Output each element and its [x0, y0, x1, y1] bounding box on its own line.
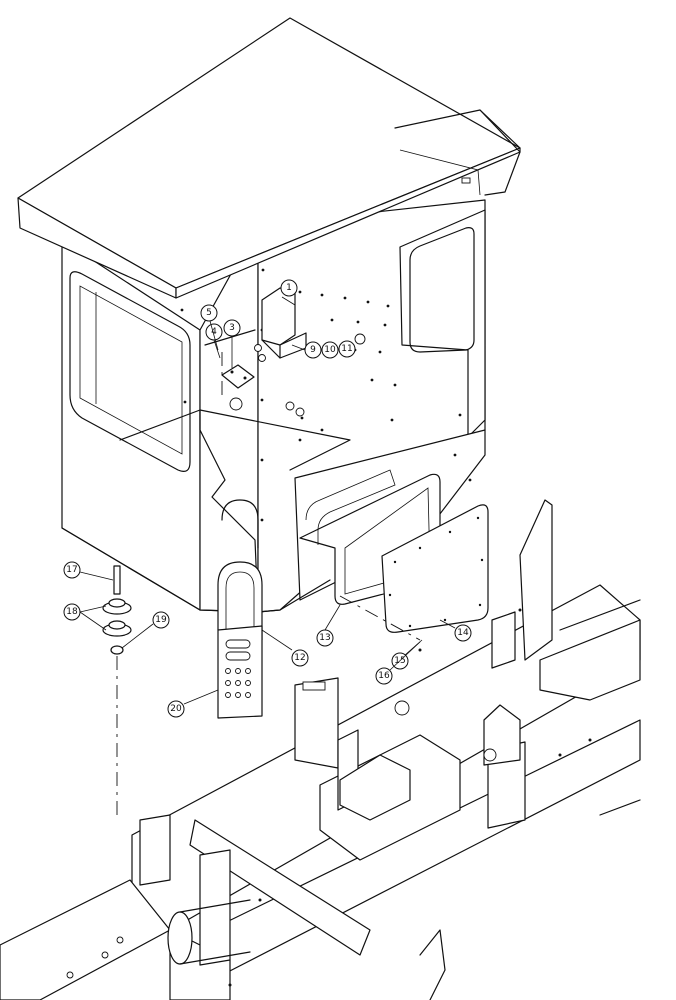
cab-left-window	[69, 271, 191, 472]
part-3-plate	[221, 352, 255, 395]
svg-text:14: 14	[457, 628, 469, 638]
cab-wall-holes	[180, 268, 472, 522]
callout-12: 12	[291, 649, 309, 667]
callout-14: 14	[454, 624, 472, 642]
svg-text:1: 1	[286, 283, 292, 293]
callout-18: 18	[63, 603, 81, 621]
chassis-frame	[0, 499, 641, 1000]
svg-text:20: 20	[170, 704, 182, 714]
callout-9: 9	[304, 341, 322, 359]
callout-19: 19	[152, 611, 170, 629]
cab-roof	[17, 17, 521, 299]
callout-1: 1	[280, 279, 298, 297]
svg-text:10: 10	[324, 345, 336, 355]
svg-text:16: 16	[378, 671, 390, 681]
callout-4: 4	[205, 323, 223, 341]
svg-text:19: 19	[155, 615, 167, 625]
callout-10: 10	[321, 341, 339, 359]
callout-13: 13	[316, 629, 334, 647]
svg-text:4: 4	[211, 327, 217, 337]
callout-3: 3	[223, 319, 241, 337]
svg-text:12: 12	[294, 653, 305, 663]
operator-cab	[61, 199, 486, 613]
callout-20: 20	[167, 700, 185, 718]
svg-text:3: 3	[229, 323, 235, 333]
part-12-handle	[217, 499, 263, 640]
part-14-cover-panel	[381, 504, 489, 633]
callout-5: 5	[200, 304, 218, 322]
svg-text:11: 11	[341, 344, 352, 354]
svg-text:17: 17	[66, 565, 77, 575]
svg-text:18: 18	[66, 607, 78, 617]
callout-11: 11	[338, 340, 356, 358]
cab-right-window	[409, 227, 475, 353]
callout-16: 16	[375, 667, 393, 685]
svg-text:13: 13	[319, 633, 330, 643]
svg-text:5: 5	[206, 308, 212, 318]
callouts: 1 3 4 5 9 10 11 12 13	[63, 279, 472, 718]
svg-text:9: 9	[310, 345, 316, 355]
cab-mount-stack	[102, 565, 132, 820]
callout-17: 17	[63, 561, 81, 579]
part-20-step-plate	[217, 625, 263, 719]
